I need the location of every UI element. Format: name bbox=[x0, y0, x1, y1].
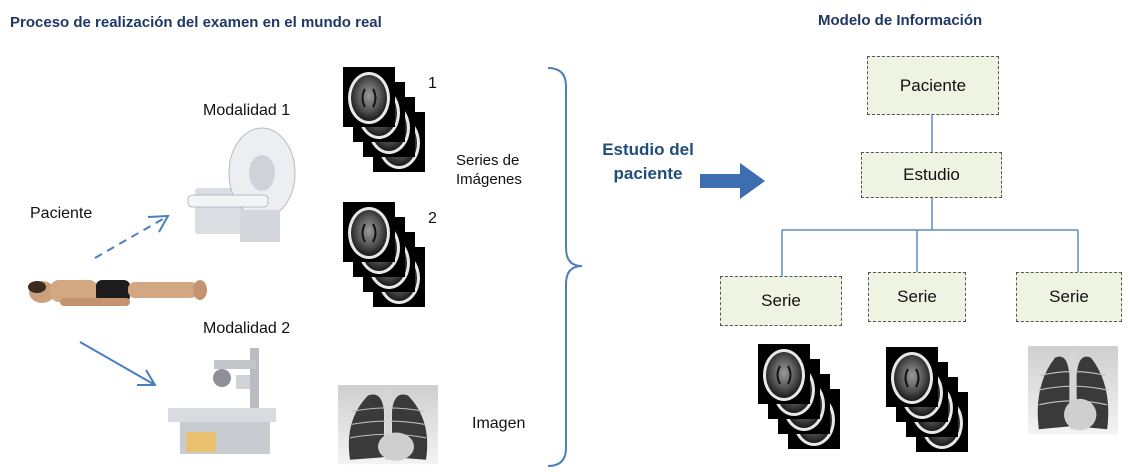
patient-to-modality2-arrow bbox=[79, 341, 157, 386]
patient-label: Paciente bbox=[30, 205, 93, 222]
study-label: Estudio del paciente bbox=[602, 140, 694, 183]
right-title: Modelo de Información bbox=[818, 12, 983, 29]
box-estudio: Estudio bbox=[861, 152, 1002, 198]
patient-figure bbox=[28, 280, 207, 306]
ct-stack-series-2 bbox=[343, 202, 425, 307]
box-serie-2: Serie bbox=[868, 272, 966, 322]
tree-connectors bbox=[781, 115, 1079, 276]
modality2-label: Modalidad 2 bbox=[203, 320, 291, 337]
box-serie-1: Serie bbox=[720, 276, 842, 326]
ct-scanner bbox=[187, 127, 296, 242]
image-label: Imagen bbox=[472, 415, 526, 432]
grouping-brace bbox=[547, 67, 583, 467]
box-serie-3: Serie bbox=[1016, 272, 1122, 322]
ct-stack-serie-2 bbox=[886, 347, 968, 452]
ct-stack-series-1 bbox=[343, 67, 425, 172]
study-arrow bbox=[700, 163, 765, 199]
series-label: Series de Imágenes bbox=[456, 152, 522, 188]
series2-number: 2 bbox=[428, 210, 437, 227]
left-title: Proceso de realización del examen en el … bbox=[10, 14, 382, 31]
chest-xray-left bbox=[337, 384, 439, 465]
modality1-label: Modalidad 1 bbox=[203, 102, 291, 119]
ct-stack-serie-1 bbox=[758, 344, 840, 449]
box-paciente: Paciente bbox=[867, 56, 999, 115]
patient-to-modality1-arrow bbox=[94, 214, 170, 259]
chest-xray-right bbox=[1027, 345, 1119, 435]
xray-machine bbox=[168, 348, 276, 454]
series1-number: 1 bbox=[428, 75, 437, 92]
